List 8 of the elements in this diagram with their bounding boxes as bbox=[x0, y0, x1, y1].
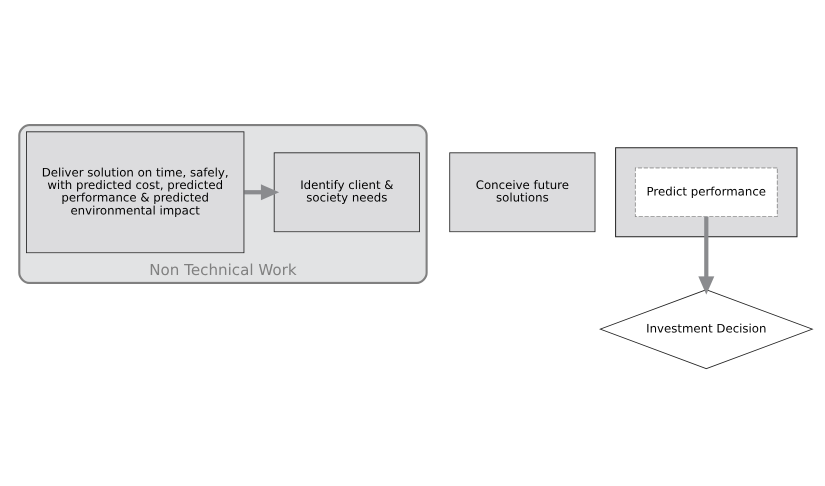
arrow bbox=[698, 216, 714, 294]
node-box: Deliver solution on time, safely, with predicted cost, predicted performance & predicted environmental impact bbox=[26, 130, 244, 253]
node-box: Identify client & society needs bbox=[274, 152, 420, 232]
node-box: Predict performance bbox=[634, 167, 778, 217]
node-diamond: Investment Decision bbox=[599, 288, 814, 369]
arrow bbox=[244, 184, 280, 200]
node-box: Conceive future solutions bbox=[449, 152, 596, 232]
cluster bbox=[615, 146, 798, 237]
